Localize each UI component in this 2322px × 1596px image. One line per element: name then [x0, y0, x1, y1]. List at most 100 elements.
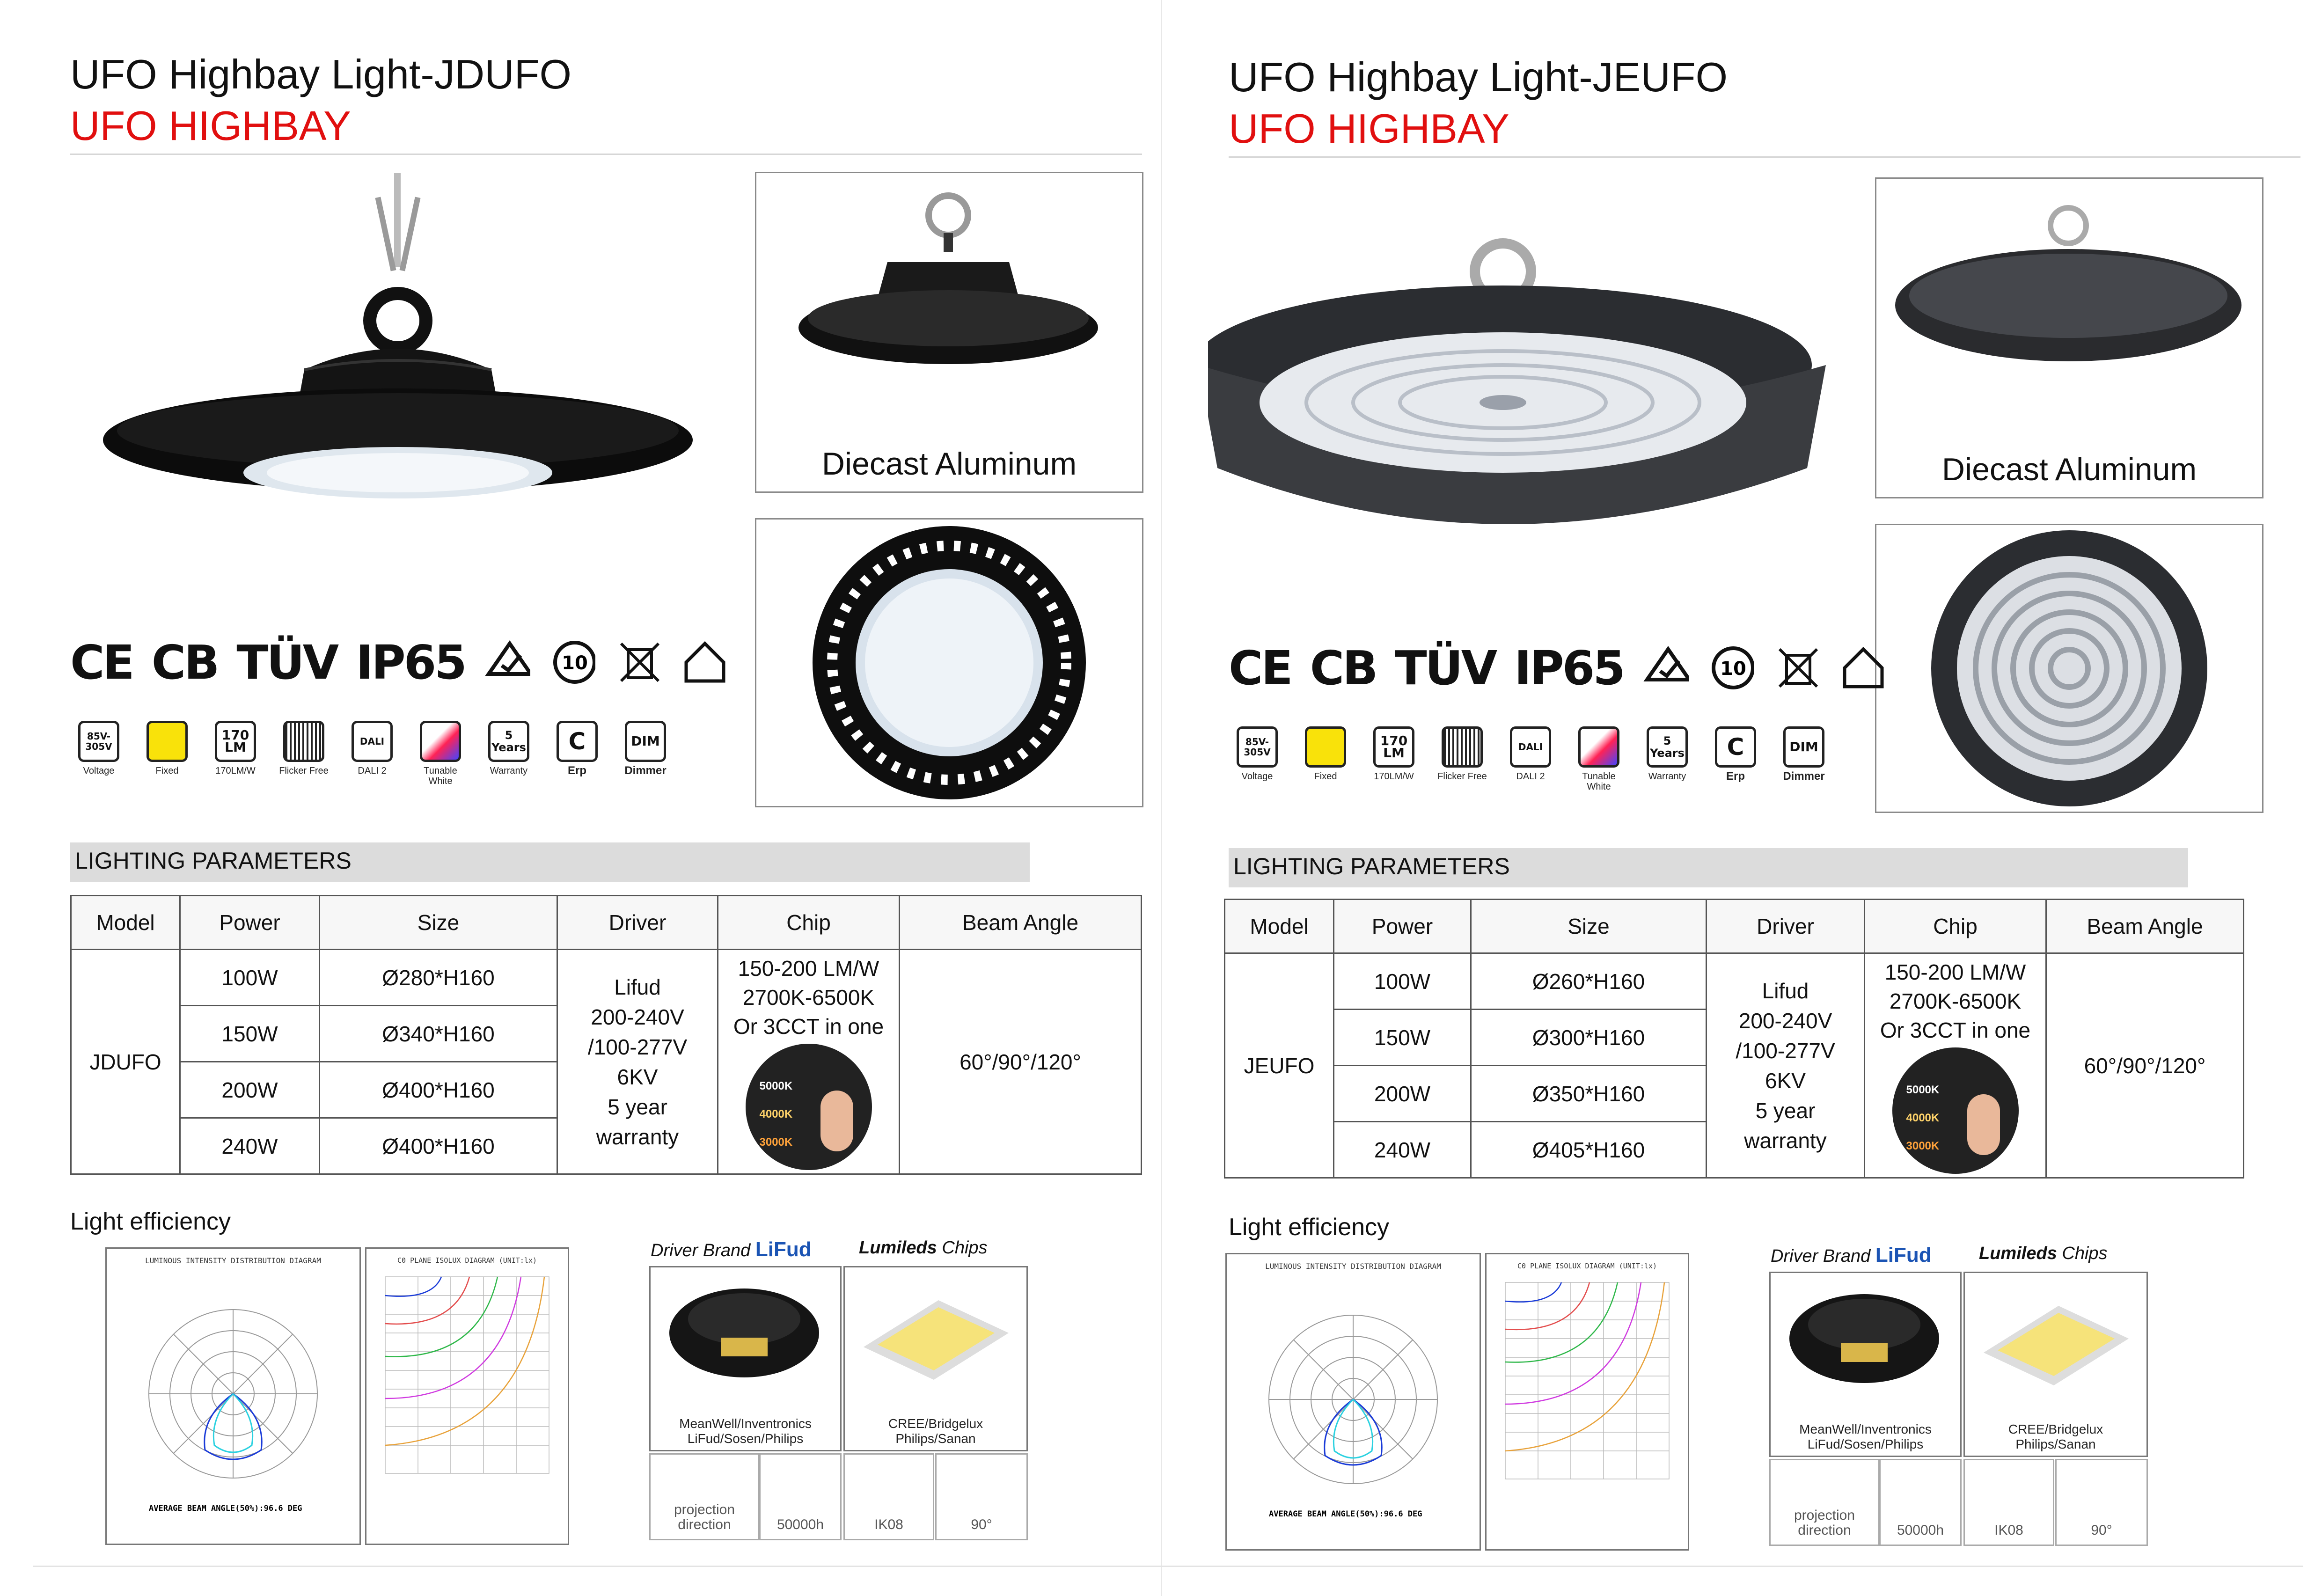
col-header: Power: [179, 895, 320, 950]
dali-icon: DALI: [1510, 726, 1551, 768]
driver-brand-heading: Driver Brand LiFud: [651, 1238, 812, 1261]
size-cell: Ø400*H160: [319, 1117, 558, 1175]
section-heading: LIGHTING PARAMETERS: [75, 848, 352, 874]
rcm-icon: [485, 640, 530, 676]
polar-plot-image: AVERAGE BEAM ANGLE(50%):96.6 DEG: [1268, 1315, 1438, 1519]
size-cell: Ø400*H160: [319, 1061, 558, 1119]
luminous-intensity-diagram: LUMINOUS INTENSITY DISTRIBUTION DIAGRAM …: [1225, 1253, 1481, 1551]
lamp-bottom-view-image: [1931, 530, 2207, 806]
projection-direction-badge: projection direction: [1769, 1459, 1880, 1546]
driver-image: [1789, 1294, 1939, 1383]
hero-lamp-image: [1208, 238, 1826, 524]
feature-flicker-free: Flicker Free: [1434, 726, 1491, 811]
catalog-page-left: UFO Highbay Light-JDUFO UFO HIGHBAY Diec…: [70, 51, 1143, 1545]
table-row: 150W Ø300*H160: [1225, 1009, 2244, 1066]
page-subtitle: UFO HIGHBAY: [70, 102, 351, 149]
certification-row: CE CB TÜV IP65 10: [70, 632, 725, 693]
table-header-row: Model Power Size Driver Chip Beam Angle: [70, 895, 1142, 950]
power-cell: 100W: [179, 949, 320, 1006]
ce-mark: CE: [70, 635, 135, 690]
certification-row: CE CB TÜV IP65 10: [1229, 637, 1884, 698]
title-rule: [70, 154, 1142, 155]
col-header: Model: [1224, 899, 1334, 954]
dimmer-icon: DIM: [1783, 726, 1824, 768]
col-header: Chip: [1864, 899, 2047, 954]
size-cell: Ø300*H160: [1470, 1009, 1707, 1066]
chip-card: CREE/Bridgelux Philips/Sanan: [1963, 1272, 2148, 1457]
page-subtitle: UFO HIGHBAY: [1229, 105, 1509, 152]
voltage-icon: 85V- 305V: [78, 721, 119, 762]
fixed-color-icon: [146, 721, 188, 762]
table-row: JEUFO 100W Ø260*H160 Lifud 200-240V /100…: [1224, 952, 2244, 1179]
lifud-logo: LiFud: [1875, 1244, 1932, 1267]
col-header: Beam Angle: [2045, 899, 2244, 954]
flicker-free-icon: [283, 721, 324, 762]
chain-icon: [375, 173, 421, 271]
hero-lamp-image: [103, 173, 693, 498]
lumen-icon: 170 LM: [1373, 726, 1414, 768]
diecast-aluminum-box: Diecast Aluminum: [755, 172, 1143, 493]
impact-rating-badge: IK08: [843, 1453, 934, 1540]
table-header-row: Model Power Size Driver Chip Beam Angle: [1224, 899, 2244, 954]
chip-cell: 150-200 LM/W 2700K-6500K Or 3CCT in one …: [1864, 952, 2047, 1179]
ce-mark: CE: [1229, 640, 1293, 696]
power-cell: 200W: [1333, 1065, 1472, 1122]
efficiency-label: Light efficiency: [1229, 1214, 1390, 1241]
indoor-house-icon: [684, 641, 725, 683]
tunable-white-icon: [420, 721, 461, 762]
rcm-icon: [1643, 645, 1689, 681]
col-header: Driver: [557, 895, 718, 950]
dali-icon: DALI: [352, 721, 393, 762]
lifetime-badge: 50000h: [759, 1453, 842, 1540]
svg-text:AVERAGE BEAM ANGLE(50%):96.6 D: AVERAGE BEAM ANGLE(50%):96.6 DEG: [149, 1504, 302, 1513]
section-heading: LIGHTING PARAMETERS: [1233, 853, 1510, 879]
lumen-icon: 170 LM: [215, 721, 256, 762]
led-chip-image: [864, 1300, 1009, 1380]
power-cell: 200W: [179, 1061, 320, 1119]
size-cell: Ø280*H160: [319, 949, 558, 1006]
isolux-diagram: C0 PLANE ISOLUX DIAGRAM (UNIT:lx): [1485, 1253, 1689, 1551]
bottom-view-box: [755, 518, 1143, 807]
table-row: 200W Ø350*H160: [1225, 1065, 2244, 1122]
isolux-plot-image: [385, 1276, 549, 1474]
flicker-free-icon: [1442, 726, 1483, 768]
chip-cell: 150-200 LM/W 2700K-6500K Or 3CCT in one …: [717, 949, 900, 1175]
spec-table: Model Power Size Driver Chip Beam Angle …: [70, 895, 1142, 1175]
power-cell: 150W: [1333, 1009, 1472, 1066]
size-cell: Ø340*H160: [319, 1005, 558, 1062]
cct-switch-image: 5000K 4000K 3000K: [745, 1043, 872, 1170]
table-row: JDUFO 100W Ø280*H160 Lifud 200-240V /100…: [70, 949, 1142, 1175]
tuv-mark: TÜV: [1395, 640, 1497, 696]
10-year-icon: 10: [1711, 646, 1754, 689]
col-header: Power: [1333, 899, 1472, 954]
chip-card: CREE/Bridgelux Philips/Sanan: [843, 1266, 1028, 1451]
ip65-mark: IP65: [356, 635, 467, 690]
spec-table: Model Power Size Driver Chip Beam Angle …: [1224, 899, 2244, 1179]
catalog-page-right: UFO Highbay Light-JEUFO UFO HIGHBAY Diec…: [1161, 0, 2322, 1596]
driver-image: [669, 1289, 819, 1377]
col-header: Size: [319, 895, 558, 950]
feature-tunable: Tunable White: [412, 721, 469, 805]
bottom-edge-rule: [33, 1566, 2303, 1567]
cb-mark: CB: [151, 635, 220, 690]
power-cell: 100W: [1333, 952, 1472, 1010]
led-chip-image: [1984, 1306, 2129, 1385]
warranty-icon: 5 Years: [1647, 726, 1688, 768]
weee-bin-icon: [1778, 648, 1818, 688]
feature-tunable: Tunable White: [1570, 726, 1627, 811]
power-cell: 240W: [1333, 1121, 1472, 1179]
tunable-white-icon: [1578, 726, 1619, 768]
bottom-view-box: [1875, 524, 2263, 813]
feature-fixed: Fixed: [139, 721, 196, 805]
dimmer-icon: DIM: [625, 721, 666, 762]
